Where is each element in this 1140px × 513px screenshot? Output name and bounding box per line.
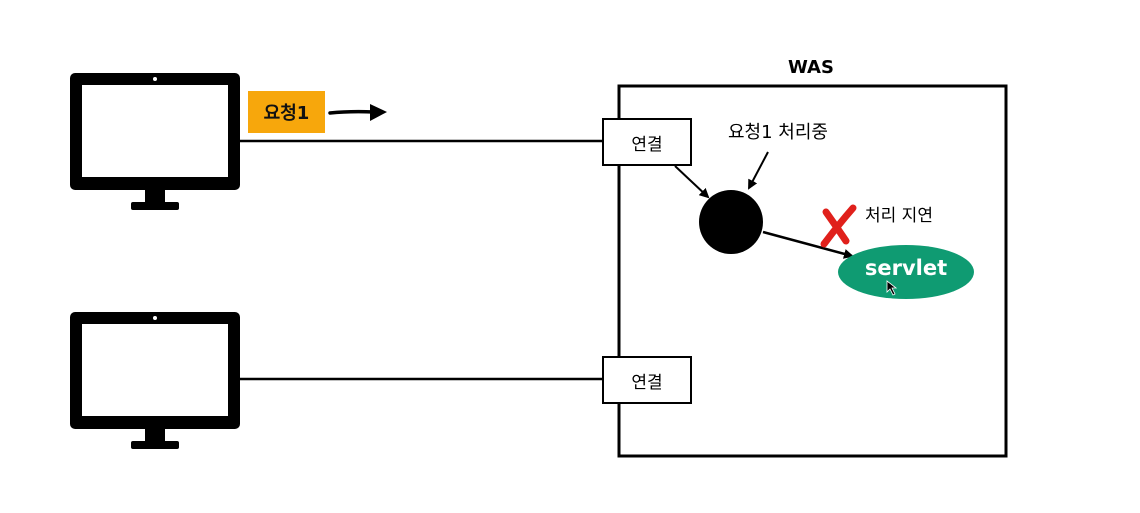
connection-to-thread-arrow (674, 165, 710, 199)
thread-to-servlet-arrow (762, 230, 854, 259)
was-container (617, 84, 1008, 458)
was-title: WAS (788, 57, 834, 78)
request-arrow (328, 109, 376, 115)
servlet-ellipse (838, 245, 974, 299)
red-x-icon (820, 204, 857, 248)
request-arrow-head (370, 104, 387, 121)
thread-circle (699, 190, 763, 254)
client-monitor-icon (70, 312, 240, 449)
request-badge: 요청1 (248, 91, 325, 133)
processing-label: 요청1 처리중 (728, 122, 828, 143)
client-monitor-icon (70, 73, 240, 210)
connection-box-top: 연결 (602, 118, 692, 166)
connection-box-bottom: 연결 (602, 356, 692, 404)
servlet-label: servlet (864, 256, 948, 280)
delay-label: 처리 지연 (865, 206, 933, 226)
processing-label-arrow (748, 151, 769, 190)
mouse-cursor-icon (886, 280, 898, 296)
